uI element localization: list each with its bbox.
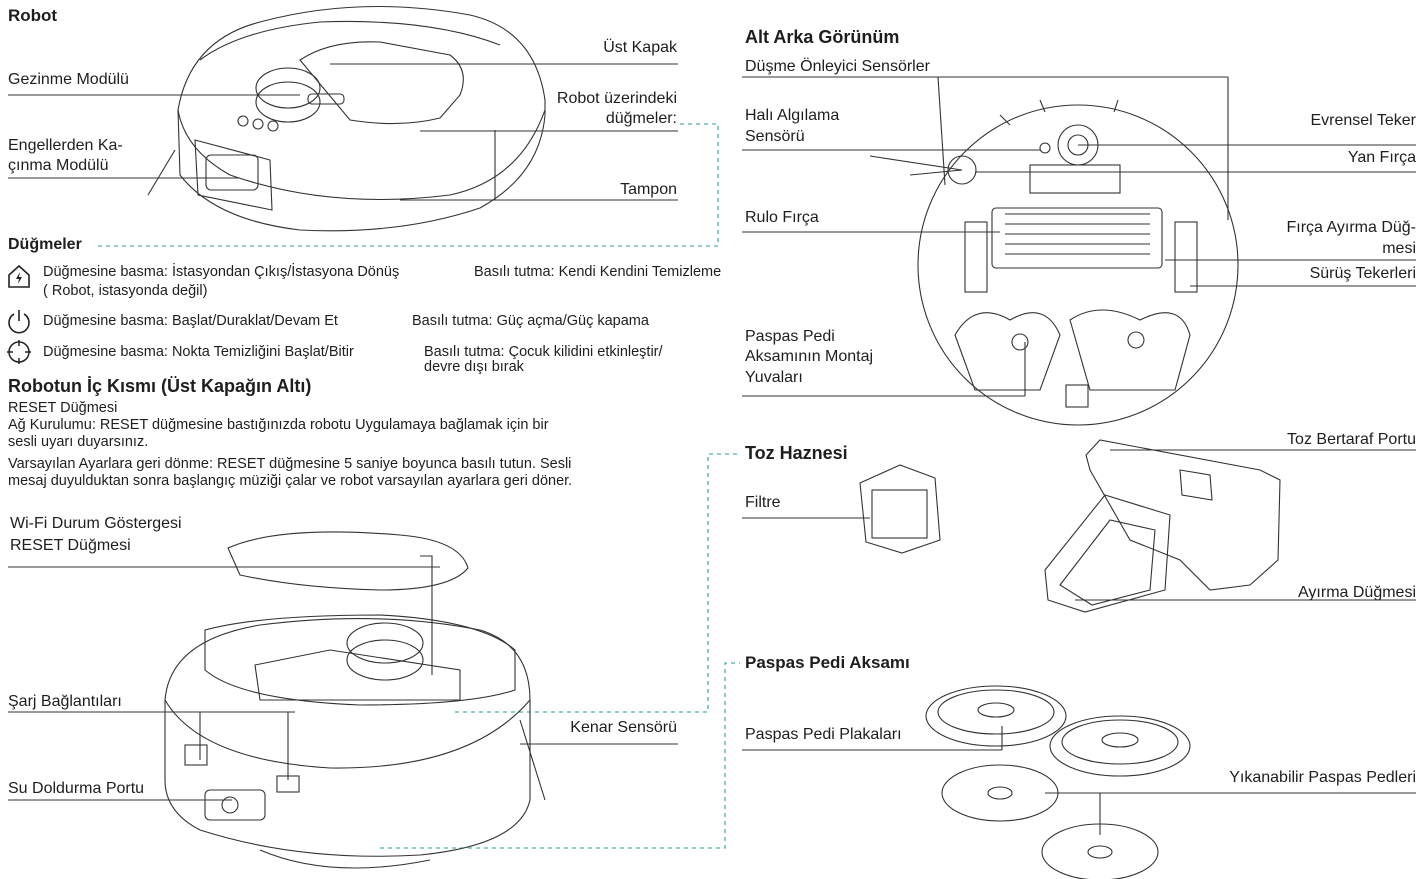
- buttons-section-title: Düğmeler: [8, 236, 82, 253]
- label-mop-mount-3: Yuvaları: [745, 369, 803, 386]
- label-washable-pads: Yıkanabilir Paspas Pedleri: [1229, 769, 1416, 786]
- label-drive-wheels: Sürüş Tekerleri: [1309, 265, 1416, 282]
- label-reset-button: RESET Düğmesi: [10, 537, 131, 554]
- label-edge-sensor: Kenar Sensörü: [570, 719, 677, 736]
- label-brush-release-1: Fırça Ayırma Düğ-: [1286, 219, 1416, 236]
- label-robot-buttons-2: düğmeler:: [605, 110, 677, 127]
- robot-bottom-illustration: [869, 99, 1239, 426]
- dustbin-illustration: [859, 439, 1281, 613]
- button-row-2-hold: Basılı tutma: Güç açma/Güç kapama: [412, 313, 649, 329]
- robot-top-callouts: [8, 63, 678, 201]
- button-row-3-hold-2: devre dışı bırak: [424, 359, 524, 375]
- home-return-icon: [8, 264, 30, 288]
- label-mop-mount-1: Paspas Pedi: [745, 328, 835, 345]
- dustbin-callouts: [742, 449, 1416, 601]
- label-robot-buttons-1: Robot üzerindeki: [556, 90, 677, 107]
- dustbin-section-title: Toz Haznesi: [745, 443, 848, 463]
- mop-illustration: [925, 685, 1191, 879]
- label-carpet-1: Halı Algılama: [745, 107, 840, 124]
- teal-dashed-connectors: [95, 123, 740, 849]
- label-release-button: Ayırma Düğmesi: [1298, 584, 1416, 601]
- label-filter: Filtre: [745, 494, 781, 511]
- label-cliff-sensors: Düşme Önleyici Sensörler: [745, 58, 930, 75]
- inside-para2-line1: Varsayılan Ayarlara geri dönme: RESET dü…: [8, 456, 572, 472]
- power-icon: [8, 310, 30, 334]
- label-top-cover: Üst Kapak: [603, 39, 677, 56]
- spot-clean-icon: [7, 340, 31, 364]
- mop-callouts: [742, 726, 1416, 835]
- label-nav-module: Gezinme Modülü: [8, 71, 129, 88]
- button-row-3-press: Düğmesine basma: Nokta Temizliğini Başla…: [43, 344, 354, 360]
- label-water-port: Su Doldurma Portu: [8, 780, 145, 797]
- inside-para1-line1: Ağ Kurulumu: RESET düğmesine bastığınızd…: [8, 417, 549, 433]
- inside-para1-line2: sesli uyarı duyarsınız.: [8, 434, 149, 450]
- label-obstacle-2: çınma Modülü: [8, 157, 109, 174]
- label-side-brush: Yan Fırça: [1347, 149, 1416, 166]
- button-row-1-note: ( Robot, istasyonda değil): [43, 283, 208, 299]
- robot-bottom-callouts: [742, 76, 1416, 397]
- label-dust-port: Toz Bertaraf Portu: [1287, 431, 1416, 448]
- bottom-section-title: Alt Arka Görünüm: [745, 27, 900, 47]
- mop-section-title: Paspas Pedi Aksamı: [745, 653, 910, 672]
- button-row-2-press: Düğmesine basma: Başlat/Duraklat/Devam E…: [43, 313, 338, 329]
- label-brush-release-2: mesi: [1382, 240, 1416, 257]
- label-charge-contacts: Şarj Bağlantıları: [8, 693, 122, 710]
- robot-inside-callouts: [8, 566, 678, 801]
- button-row-1-hold: Basılı tutma: Kendi Kendini Temizleme: [474, 264, 722, 280]
- label-mop-plates: Paspas Pedi Plakaları: [745, 726, 902, 743]
- label-mop-mount-2: Aksamının Montaj: [745, 348, 874, 365]
- inside-reset-title: RESET Düğmesi: [8, 400, 118, 416]
- robot-section-title: Robot: [8, 6, 58, 25]
- label-wifi-indicator: Wi-Fi Durum Göstergesi: [10, 515, 182, 532]
- label-obstacle-1: Engellerden Ka-: [8, 137, 123, 154]
- inside-para2-line2: mesaj duyulduktan sonra başlangıç müziği…: [8, 473, 573, 489]
- button-row-3-hold-1: Basılı tutma: Çocuk kilidini etkinleştir…: [424, 344, 663, 360]
- button-row-1-press: Düğmesine basma: İstasyondan Çıkış/İstas…: [43, 264, 400, 280]
- label-universal-wheel: Evrensel Teker: [1310, 112, 1416, 129]
- robot-top-illustration: [147, 5, 546, 232]
- label-roller-brush: Rulo Fırça: [745, 209, 819, 226]
- label-carpet-2: Sensörü: [745, 128, 805, 145]
- inside-section-title: Robotun İç Kısmı (Üst Kapağın Altı): [8, 376, 312, 396]
- label-bumper: Tampon: [620, 181, 677, 198]
- robot-inside-illustration: [164, 531, 546, 869]
